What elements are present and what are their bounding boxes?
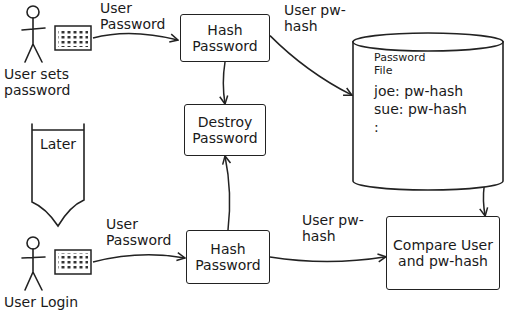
process-box: Hash Password bbox=[180, 14, 270, 62]
annotation-label: User Password bbox=[98, 0, 166, 32]
keypad bbox=[55, 26, 91, 50]
process-box: Compare User and pw-hash bbox=[386, 216, 500, 290]
flow-arrow bbox=[270, 36, 352, 96]
annotation-label: User Password bbox=[104, 216, 172, 248]
node-text: sue: pw-hash bbox=[374, 101, 467, 117]
flow-arrow bbox=[270, 257, 386, 262]
node-title: Compare User and pw-hash bbox=[391, 237, 495, 269]
annotation-label: User Login bbox=[2, 294, 106, 310]
edge-label: User pw-hash bbox=[300, 212, 366, 244]
node-title: Later bbox=[40, 136, 76, 152]
node-title: Destroy Password bbox=[189, 114, 261, 146]
node-title: Hash Password bbox=[185, 22, 265, 54]
input-arrow bbox=[93, 33, 178, 40]
process-box: Destroy Password bbox=[184, 104, 266, 156]
stick-figure bbox=[22, 6, 45, 62]
flow-arrow bbox=[225, 156, 230, 230]
keypad bbox=[55, 250, 91, 274]
edge-label: User pw-hash bbox=[282, 2, 348, 34]
node-text: : bbox=[374, 119, 379, 135]
database-cylinder: Password File joe: pw-hash sue: pw-hash: bbox=[352, 32, 504, 190]
process-box: Hash Password bbox=[186, 230, 270, 284]
input-arrow bbox=[93, 255, 185, 262]
flow-arrow bbox=[483, 185, 485, 216]
node-title: Hash Password bbox=[191, 241, 265, 273]
time-bracket: Later bbox=[28, 122, 88, 228]
node-title: Password File bbox=[374, 52, 438, 77]
node-text: joe: pw-hash bbox=[374, 83, 463, 99]
flow-arrow bbox=[223, 62, 225, 104]
annotation-label: User sets password bbox=[2, 66, 90, 98]
stick-figure bbox=[22, 237, 45, 290]
